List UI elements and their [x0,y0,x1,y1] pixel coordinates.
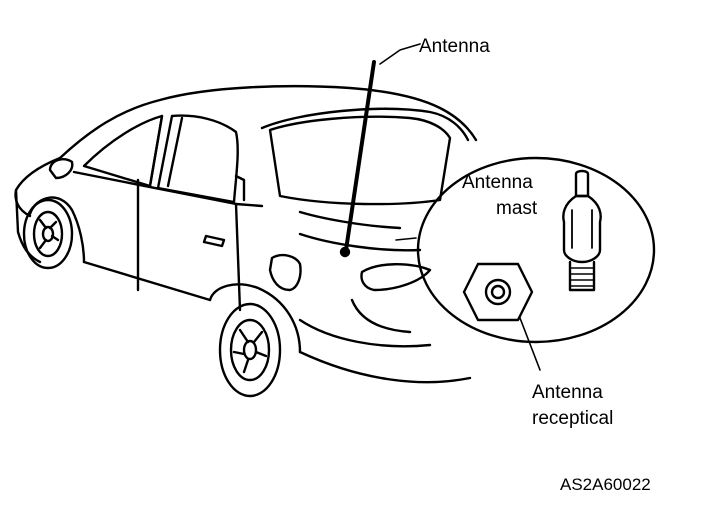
antenna-receptical-label-line1: Antenna [532,382,603,403]
figure-code: AS2A60022 [560,475,651,494]
detail-callout [395,156,656,344]
antenna-label: Antenna [419,36,490,57]
front-wheel [22,198,74,270]
antenna-rod [339,43,421,258]
antenna-mast-detail [562,169,602,292]
car-body [14,84,478,384]
antenna-receptacle-detail [462,262,541,371]
car-windows [82,114,452,206]
antenna-mast-label-line1: Antenna [462,172,533,193]
antenna-receptical-label-line2: receptical [532,408,614,429]
rear-wheel [218,302,282,398]
antenna-mast-label-line2: mast [496,198,538,219]
